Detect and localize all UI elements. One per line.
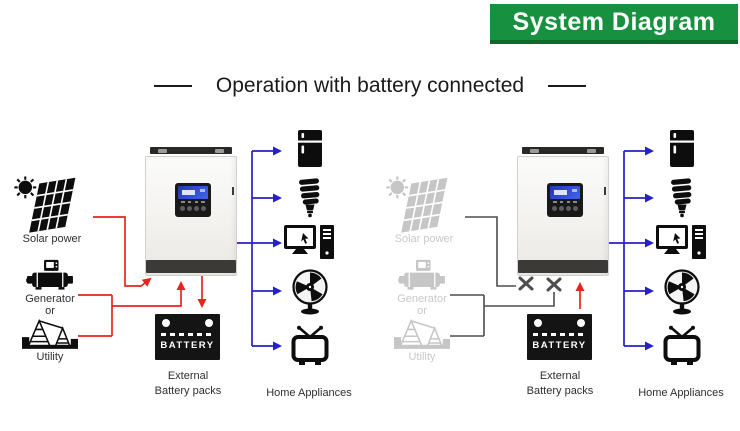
inverter-vent	[604, 187, 606, 195]
battery-terminal-left	[162, 319, 170, 327]
inverter-button-labels	[550, 201, 580, 203]
battery-dash-line	[161, 333, 214, 336]
wire-solar-to-inverter	[93, 216, 152, 287]
inverter	[517, 145, 609, 276]
inverter-control-panel	[175, 183, 211, 217]
fan-icon	[291, 267, 329, 315]
cfl-lamp-icon	[669, 177, 695, 219]
utility-label: Utility	[408, 351, 436, 363]
inverter-body	[145, 156, 237, 276]
diagram-title: Operation with battery connected	[0, 74, 740, 98]
utility-label: Utility	[36, 351, 64, 363]
utility-icon	[22, 318, 78, 349]
battery: BATTERY	[155, 314, 220, 360]
or-label: or	[417, 305, 427, 317]
wiring-right	[450, 146, 654, 351]
home-appliances-label: Home Appliances	[638, 387, 724, 399]
battery-terminal-right	[577, 319, 585, 327]
battery-caption: External Battery packs	[154, 370, 222, 397]
battery-terminal-right	[205, 319, 213, 327]
wire-generator-utility-junction	[450, 294, 485, 337]
home-appliances-label: Home Appliances	[266, 387, 352, 399]
wire-ac-output-bus	[237, 151, 253, 346]
right-diagram: Solar power Generator or	[372, 118, 740, 430]
computer-icon	[284, 225, 336, 261]
wire-acinput-disconnected	[484, 292, 555, 307]
wire-ac-output-bus	[609, 151, 625, 346]
solar-panel-icon	[384, 174, 460, 235]
solar-power-label: Solar power	[22, 233, 82, 245]
generator-icon	[398, 259, 446, 293]
inverter-mount-bracket	[150, 147, 232, 154]
battery: BATTERY	[527, 314, 592, 360]
title-dash-left	[153, 85, 192, 87]
inverter	[145, 145, 237, 276]
computer-icon	[656, 225, 708, 261]
tv-icon	[290, 325, 330, 366]
battery-dash-line	[533, 333, 586, 336]
battery-terminal-left	[534, 319, 542, 327]
solar-power-label: Solar power	[394, 233, 454, 245]
utility-icon	[394, 318, 450, 349]
inverter-buttons	[178, 206, 208, 211]
generator-icon	[26, 259, 74, 293]
or-label: or	[45, 305, 55, 317]
inverter-control-panel	[547, 183, 583, 217]
wire-generator-utility-junction	[78, 294, 113, 337]
inverter-mount-bracket	[522, 147, 604, 154]
banner: System Diagram	[490, 4, 738, 44]
battery-label: BATTERY	[532, 340, 587, 351]
wire-acinput-to-inverter	[112, 281, 186, 307]
x-mark-solar	[518, 276, 534, 291]
refrigerator-icon	[296, 130, 324, 168]
wire-solar-disconnected	[465, 216, 516, 287]
left-diagram: Solar power Generator or	[0, 118, 370, 430]
solar-panel-icon	[12, 174, 88, 235]
banner-title: System Diagram	[512, 7, 716, 36]
generator-label: Generator	[397, 293, 447, 305]
x-mark-acinput	[546, 277, 562, 292]
diagram-title-text: Operation with battery connected	[215, 74, 525, 97]
battery-label: BATTERY	[160, 340, 215, 351]
inverter-terminal-cover	[518, 260, 608, 273]
battery-caption: External Battery packs	[526, 370, 594, 397]
generator-label: Generator	[25, 293, 75, 305]
cfl-lamp-icon	[297, 177, 323, 219]
title-dash-right	[548, 85, 587, 87]
inverter-buttons	[550, 206, 580, 211]
inverter-lcd-display	[178, 186, 208, 199]
refrigerator-icon	[668, 130, 696, 168]
inverter-body	[517, 156, 609, 276]
inverter-vent	[232, 187, 234, 195]
fan-icon	[663, 267, 701, 315]
inverter-lcd-display	[550, 186, 580, 199]
wiring-left	[78, 146, 282, 351]
tv-icon	[662, 325, 702, 366]
inverter-terminal-cover	[146, 260, 236, 273]
inverter-button-labels	[178, 201, 208, 203]
